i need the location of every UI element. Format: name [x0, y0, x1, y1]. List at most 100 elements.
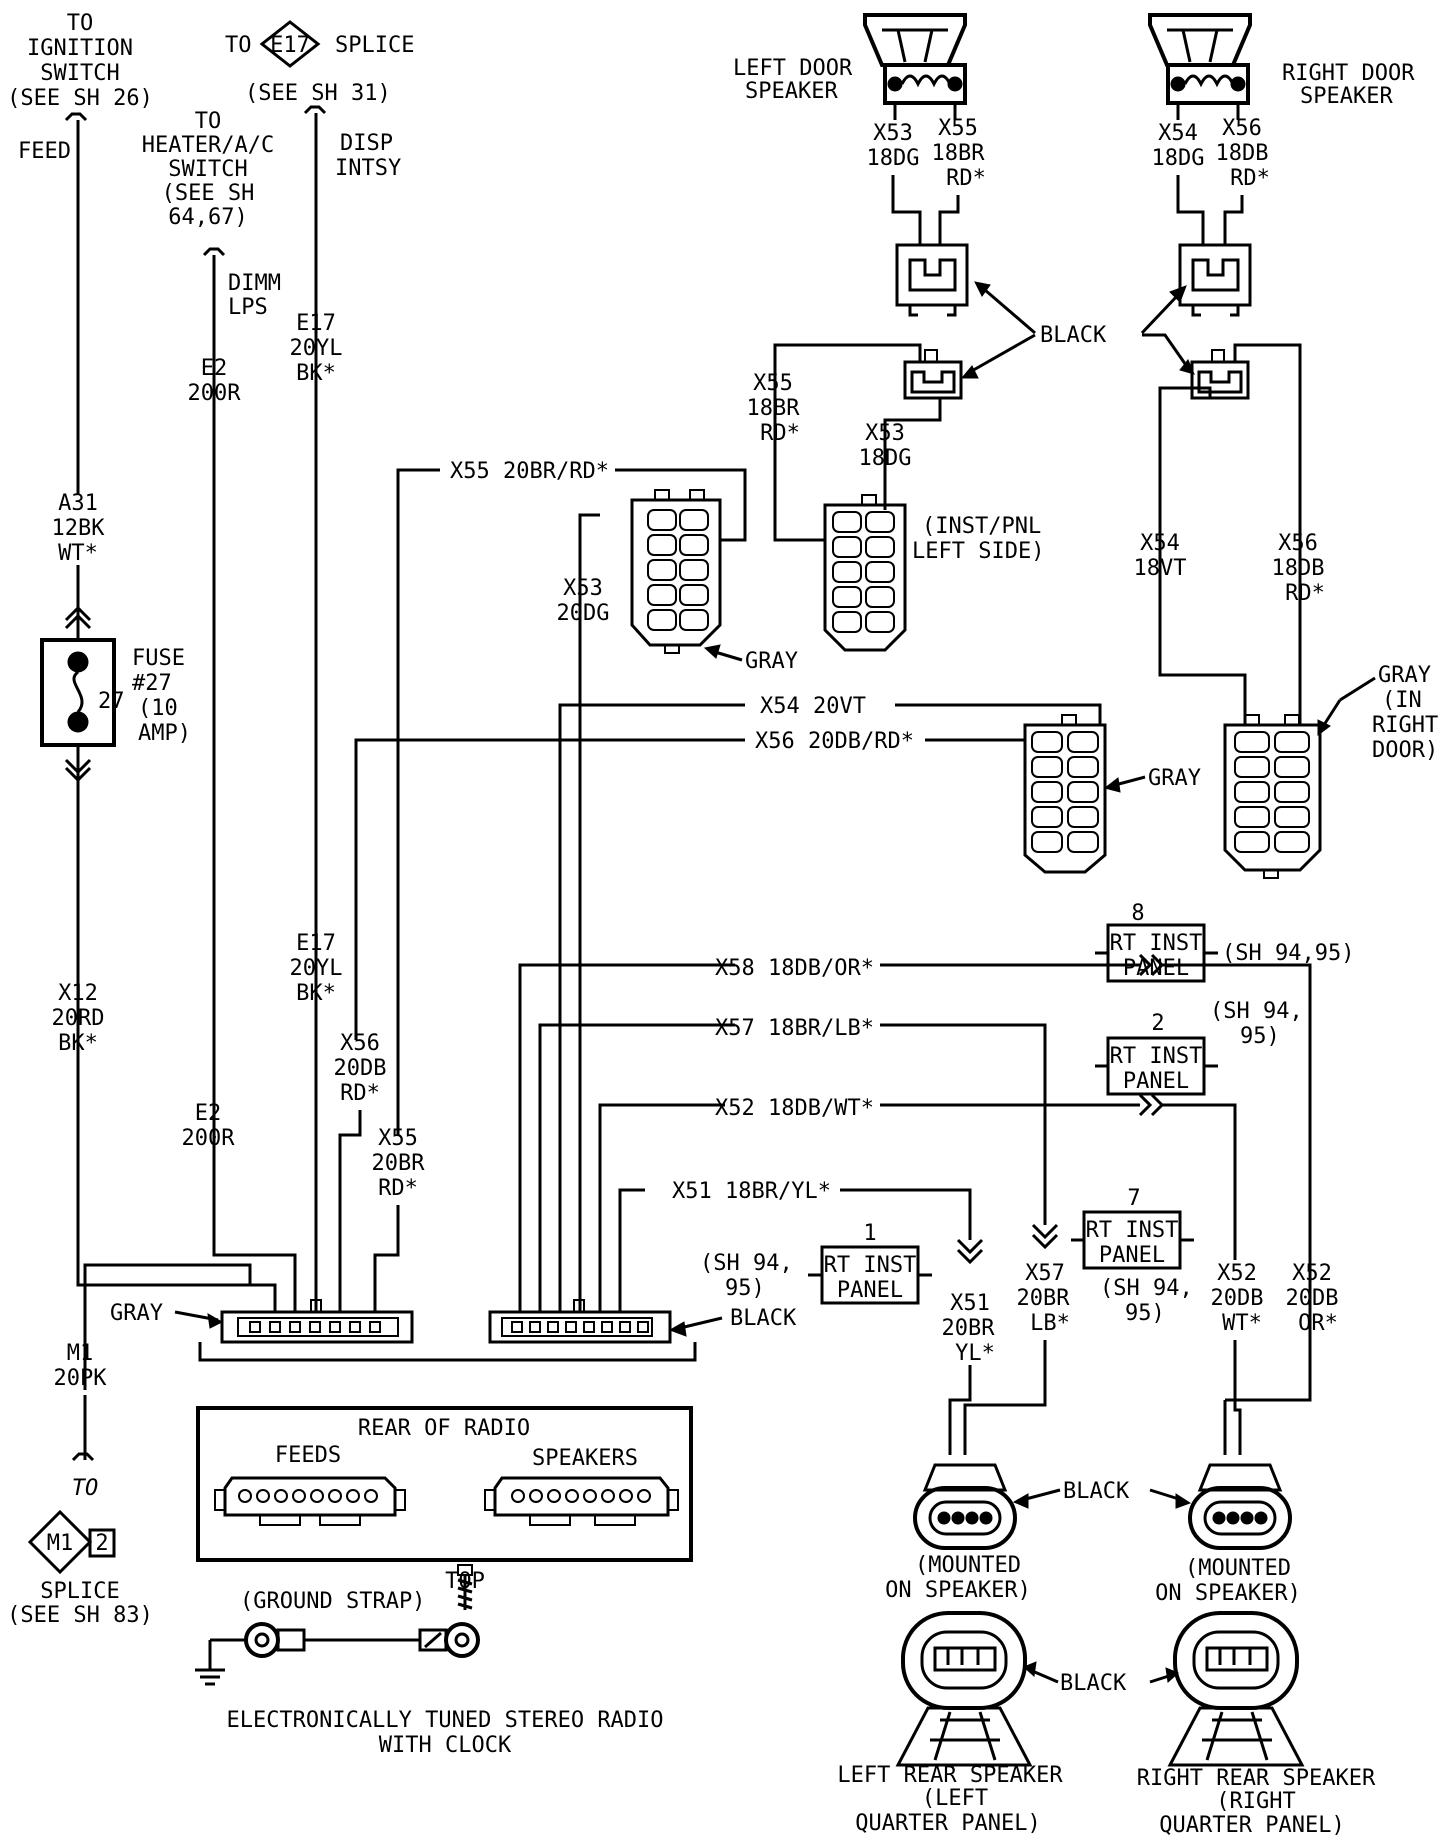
- svg-text:(SH 94,: (SH 94,: [700, 1251, 793, 1276]
- svg-text:(SH 94,: (SH 94,: [1100, 1276, 1193, 1301]
- wire-label-x12: X12 20RD BK*: [52, 981, 105, 1056]
- svg-text:X52: X52: [1292, 1261, 1332, 1286]
- svg-text:YL*: YL*: [955, 1341, 995, 1366]
- svg-text:RIGHT DOOR: RIGHT DOOR: [1282, 61, 1415, 86]
- svg-text:IGNITION: IGNITION: [27, 36, 133, 61]
- svg-text:SWITCH: SWITCH: [168, 157, 247, 182]
- gray-label: GRAY: [110, 1301, 163, 1326]
- svg-text:20DB: 20DB: [1211, 1286, 1264, 1311]
- svg-text:95): 95): [1125, 1301, 1165, 1326]
- wire-label-x53-mid: X53 20DG: [557, 576, 610, 626]
- svg-text:20YL: 20YL: [290, 336, 343, 361]
- wire-label-lx53: X53 18DG: [867, 121, 920, 171]
- svg-text:200R: 200R: [188, 381, 242, 406]
- svg-text:(IN: (IN: [1382, 688, 1422, 713]
- svg-text:E2: E2: [195, 1101, 222, 1126]
- svg-text:BK*: BK*: [58, 1031, 98, 1056]
- svg-text:18DG: 18DG: [859, 446, 912, 471]
- svg-text:DISP: DISP: [340, 131, 393, 156]
- svg-text:PANEL: PANEL: [1123, 1069, 1189, 1094]
- connector-chevron-icon: [956, 1238, 984, 1265]
- svg-text:X56: X56: [1222, 116, 1262, 141]
- svg-text:64,67): 64,67): [168, 205, 247, 230]
- arrow-icon: [1169, 285, 1187, 303]
- right-rear-speaker-label: RIGHT REAR SPEAKER (RIGHT QUARTER PANEL): [1137, 1766, 1376, 1838]
- wire-break-icon: [71, 1452, 95, 1462]
- arrow-icon: [1165, 1667, 1179, 1683]
- svg-text:X53: X53: [865, 421, 905, 446]
- svg-text:95): 95): [725, 1276, 765, 1301]
- svg-text:LEFT SIDE): LEFT SIDE): [912, 539, 1044, 564]
- svg-text:20RD: 20RD: [52, 1006, 105, 1031]
- wire-label-a31: A31 12BK WT*: [52, 491, 106, 566]
- arrow-icon: [1317, 719, 1331, 736]
- svg-text:(MOUNTED: (MOUNTED: [915, 1553, 1021, 1578]
- svg-text:(SEE SH: (SEE SH: [162, 181, 255, 206]
- svg-text:2: 2: [1151, 1011, 1164, 1036]
- arrow-icon: [960, 365, 979, 379]
- svg-text:SPEAKER: SPEAKER: [1300, 84, 1393, 109]
- arrow-icon: [703, 644, 721, 659]
- gray-connector-left: [630, 489, 722, 654]
- svg-text:(MOUNTED: (MOUNTED: [1185, 1556, 1291, 1581]
- wire-label-x52: X52 18DB/WT*: [715, 1096, 874, 1121]
- arrow-icon: [1023, 1661, 1037, 1677]
- svg-text:X57: X57: [1025, 1261, 1065, 1286]
- connector-chevron-icon: [1138, 1093, 1165, 1117]
- svg-text:8: 8: [1131, 901, 1144, 926]
- arrow-icon: [1103, 777, 1121, 793]
- e17-splice-reference: TO E17 SPLICE (SEE SH 31): [225, 20, 414, 106]
- wire-label-rx56: X56 18DB RD*: [1216, 116, 1270, 191]
- svg-text:27: 27: [98, 689, 125, 714]
- svg-text:X54: X54: [1158, 121, 1198, 146]
- svg-text:RT INST: RT INST: [824, 1253, 917, 1278]
- rear-of-radio-panel: REAR OF RADIO FEEDS SPEAKERS: [196, 1406, 693, 1562]
- wire-label-rx54b: X54 18VT: [1134, 531, 1187, 581]
- svg-text:BK*: BK*: [296, 981, 336, 1006]
- heater-switch-label: TO HEATER/A/C SWITCH (SEE SH 64,67): [142, 109, 274, 230]
- svg-text:200R: 200R: [182, 1126, 236, 1151]
- svg-text:SPLICE: SPLICE: [335, 33, 414, 58]
- svg-text:DOOR): DOOR): [1372, 738, 1438, 763]
- svg-text:20BR: 20BR: [1017, 1286, 1071, 1311]
- gray-connector-center: [1023, 714, 1107, 874]
- right-door-speaker-label: RIGHT DOOR SPEAKER: [1282, 61, 1415, 109]
- svg-text:RD*: RD*: [760, 421, 800, 446]
- svg-text:1: 1: [863, 1221, 876, 1246]
- svg-text:QUARTER PANEL): QUARTER PANEL): [1159, 1813, 1344, 1838]
- wire-label-rx54: X54 18DG: [1152, 121, 1205, 171]
- svg-text:HEATER/A/C: HEATER/A/C: [142, 133, 274, 158]
- connector-chevron-icon: [1031, 1223, 1059, 1250]
- svg-text:95): 95): [1240, 1024, 1280, 1049]
- svg-text:(INST/PNL: (INST/PNL: [922, 514, 1041, 539]
- svg-text:12BK: 12BK: [52, 516, 106, 541]
- right-door-gray-label: GRAY (IN RIGHT DOOR): [1372, 663, 1438, 763]
- svg-text:X53: X53: [873, 121, 913, 146]
- svg-text:18VT: 18VT: [1134, 556, 1187, 581]
- inst-panel-left-connector: [823, 494, 907, 652]
- svg-text:E2: E2: [201, 356, 228, 381]
- svg-text:RD*: RD*: [946, 166, 986, 191]
- black-label-rear-speaker: BLACK: [1060, 1671, 1127, 1696]
- rt-inst-panel-1: 1 RT INST PANEL (SH 94, 95): [700, 1221, 932, 1305]
- svg-text:E17: E17: [296, 311, 336, 336]
- svg-text:X52: X52: [1217, 1261, 1257, 1286]
- svg-text:FUSE: FUSE: [132, 646, 185, 671]
- svg-text:RD*: RD*: [1285, 581, 1325, 606]
- arrow-icon: [1179, 359, 1195, 375]
- svg-text:X55: X55: [753, 371, 793, 396]
- svg-text:(SH 94,95): (SH 94,95): [1222, 941, 1354, 966]
- left-door-speaker: [863, 13, 967, 120]
- wire-label-x56-low: X56 20DB RD*: [334, 1031, 387, 1106]
- svg-text:ELECTRONICALLY TUNED STEREO RA: ELECTRONICALLY TUNED STEREO RADIO: [226, 1708, 663, 1733]
- arrow-icon: [668, 1321, 687, 1337]
- right-door-gray-connector: [1223, 714, 1322, 879]
- wire-label-x55-low: X55 20BR RD*: [372, 1126, 426, 1201]
- wire-break-icon: [64, 112, 88, 122]
- svg-text:18DG: 18DG: [1152, 146, 1205, 171]
- m1-splice-reference: TO M1 2 SPLICE (SEE SH 83): [7, 1476, 153, 1628]
- svg-text:X53: X53: [563, 576, 603, 601]
- rt-inst-panel-8: 8 RT INST PANEL (SH 94,95): [1095, 901, 1354, 983]
- radio-caption: ELECTRONICALLY TUNED STEREO RADIO WITH C…: [226, 1708, 663, 1758]
